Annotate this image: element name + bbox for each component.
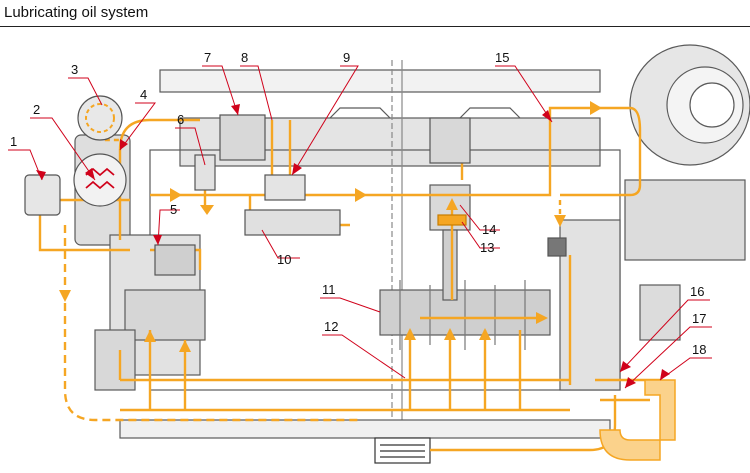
gear-housing [124,289,206,341]
arrowhead [542,110,552,122]
arrowhead [85,168,95,180]
callout-arrowheads [36,104,670,388]
leader-3 [68,77,103,106]
callout-8: 8 [241,50,248,65]
callout-16: 16 [690,284,704,299]
oil-return-dashed [63,225,360,422]
callout-10: 10 [277,252,291,267]
oil-cooler-cap-inner [85,103,115,133]
callout-18: 18 [692,342,706,357]
flow-arrow [179,340,191,352]
callout-7: 7 [204,50,211,65]
leader-17 [624,326,712,389]
callout-labels: 1 2 3 4 5 6 7 8 9 10 11 12 13 14 15 16 1… [10,50,706,357]
callout-1: 1 [10,134,17,149]
rocker-assembly [429,117,471,164]
flow-arrow [536,312,548,324]
title-underline [0,26,750,27]
callout-leaders [8,65,712,389]
leader-9 [291,65,359,176]
leader-10 [261,229,300,259]
crank-pin-bearing [437,214,467,226]
flow-arrow [479,328,491,340]
top-rail [159,69,601,93]
arrowhead [153,235,162,245]
turbo-base [624,179,746,261]
callout-15: 15 [495,50,509,65]
diagram-title: Lubricating oil system [4,4,149,21]
flow-arrow [554,215,566,227]
regulating-valve [547,237,567,257]
lower-oil-line [120,378,570,412]
oil-sump [119,419,611,439]
heat-exchanger [73,153,127,207]
strainer-grid [380,444,425,458]
centrifuge-motor [639,284,681,341]
arrowhead [120,139,128,150]
callout-3: 3 [71,62,78,77]
filter-housing [194,154,216,191]
leader-16 [619,299,710,373]
leader-4 [119,102,156,151]
callout-2: 2 [33,102,40,117]
callout-17: 17 [692,311,706,326]
leader-6 [175,127,206,166]
crank-feed [408,330,522,410]
leader-15 [495,65,553,123]
cylinder-head-bumps [329,107,521,119]
distributor [244,209,341,236]
components [24,95,567,276]
leader-14 [459,204,500,231]
flow-arrow [200,205,214,215]
valve-block [264,174,306,201]
pump-gear [154,244,196,276]
callout-5: 5 [170,202,177,217]
flow-arrow [170,188,182,202]
oil-pipes [599,379,676,461]
sump-pipe [599,429,661,461]
arrowhead [620,361,631,372]
arrowhead [625,377,636,388]
rocker-assembly [219,114,266,161]
arrowhead [660,369,670,380]
callout-11: 11 [322,282,336,297]
flow-arrow [355,188,367,202]
leader-13 [461,221,500,249]
thermostat-valve [24,174,61,216]
callout-6: 6 [177,112,184,127]
leader-5 [157,209,180,246]
flow-arrow [590,101,602,115]
callout-4: 4 [140,87,147,102]
leader-2 [30,117,96,181]
connecting-rod [442,229,458,301]
flow-arrow [444,328,456,340]
turbo-feed [560,106,642,197]
cooler-pipe [644,379,676,441]
arrowhead [36,170,46,180]
callout-14: 14 [482,222,496,237]
turbocharger-core [689,82,735,128]
flow-arrow [446,198,458,210]
leader-8 [240,65,273,121]
callout-12: 12 [324,319,338,334]
leader-1 [8,149,43,181]
callout-13: 13 [480,240,494,255]
arrowhead [231,104,240,115]
flow-arrow [144,330,156,342]
flow-arrows [34,101,602,352]
callout-9: 9 [343,50,350,65]
oil-cooler-cap [77,95,123,141]
leader-12 [322,334,406,379]
flow-arrow [59,290,71,302]
leader-7 [202,65,239,116]
flow-arrow [404,328,416,340]
leader-18 [659,357,712,381]
arrowhead [292,163,302,175]
crank-webs [399,280,526,350]
leader-11 [320,297,381,313]
